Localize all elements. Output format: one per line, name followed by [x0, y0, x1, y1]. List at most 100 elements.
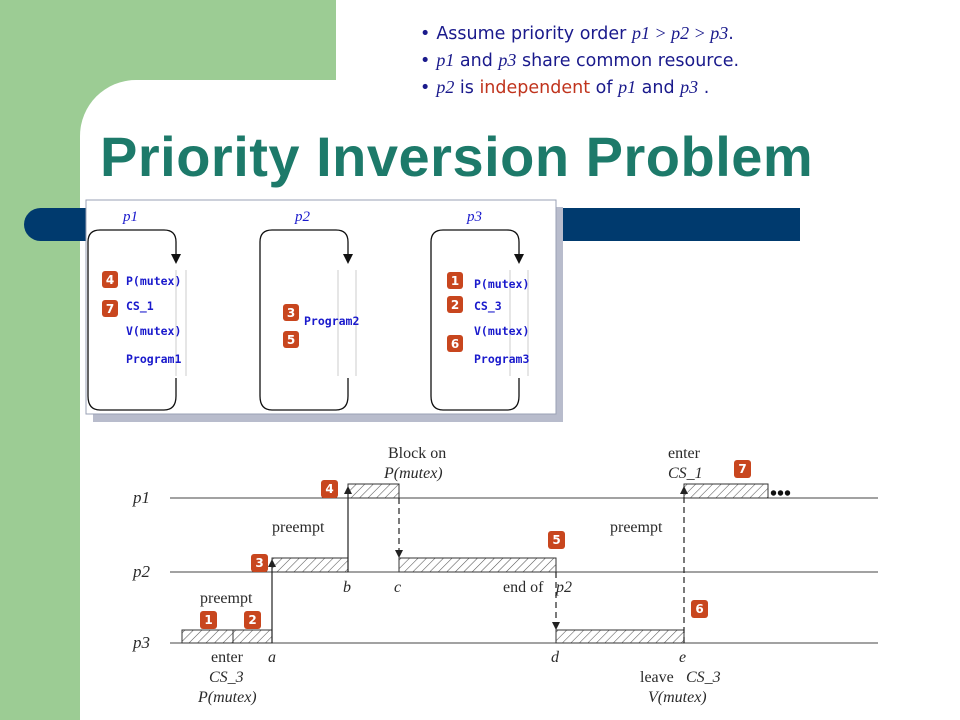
p1-line-cs1: CS_1: [126, 299, 154, 314]
bullet-text: .: [728, 24, 734, 44]
assumption-bullets: •Assume priority order p1 > p2 > p3. •p1…: [420, 20, 739, 101]
exec-block-p3-3: [555, 629, 685, 644]
timeline-badge-6: 6: [691, 600, 708, 618]
step-badge-3: 3: [283, 304, 299, 321]
p3-line-cs3: CS_3: [474, 299, 502, 314]
bullet-text: of: [590, 78, 619, 98]
timeline-badge-1: 1: [200, 611, 217, 629]
program-p1-loop: p1 P(mutex) CS_1 V(mutex) Program1 4 7: [87, 209, 187, 411]
timeline-badge-4: 4: [321, 480, 338, 498]
exec-block-p3-1: [181, 629, 234, 644]
timeline-diagram: p1 p2 p3 Block on P(mutex) enter CS_1 pr…: [132, 445, 878, 706]
annot-block-on: Block on: [388, 445, 446, 462]
svg-text:2: 2: [451, 298, 459, 312]
svg-text:2: 2: [248, 613, 256, 627]
timeline-badge-7: 7: [734, 460, 751, 478]
bullet-dot: •: [420, 78, 431, 98]
annot-enter-cs1: enter: [668, 445, 701, 462]
continuation-ellipsis: •••: [770, 483, 791, 505]
annot-end-of: end of: [503, 579, 544, 596]
bullet-text: .: [698, 78, 710, 98]
p2-label: p2: [294, 209, 311, 225]
timeline-badge-3: 3: [251, 554, 268, 572]
annot-enter-cs3-call: P(mutex): [197, 689, 257, 706]
annot-leave-cs3: leave: [640, 669, 674, 686]
annot-leave-cs3-name: CS_3: [686, 669, 721, 686]
bullet-math: p2: [436, 77, 455, 97]
annot-enter-cs1-name: CS_1: [668, 465, 703, 482]
time-label-e: e: [679, 649, 686, 666]
time-label-c: c: [394, 579, 401, 596]
loop-arrowhead: [343, 254, 353, 264]
annot-leave-cs3-call: V(mutex): [648, 689, 707, 706]
annot-block-on-call: P(mutex): [383, 465, 443, 482]
svg-text:1: 1: [204, 613, 212, 627]
bullet-dot: •: [420, 51, 431, 71]
row-label-p1: p1: [132, 488, 150, 507]
svg-text:4: 4: [325, 482, 333, 496]
row-label-p3: p3: [132, 633, 150, 652]
bullet-text: is: [454, 78, 480, 98]
svg-text:5: 5: [552, 533, 560, 547]
p2-line-program2: Program2: [304, 314, 359, 328]
annot-enter-cs3: enter: [211, 649, 244, 666]
step-badge-5: 5: [283, 331, 299, 348]
time-label-d: d: [551, 649, 560, 666]
step-badge-1: 1: [447, 272, 463, 289]
p3-line-pmutex: P(mutex): [474, 277, 529, 291]
svg-text:5: 5: [287, 333, 295, 347]
bullet-math: p1: [618, 77, 637, 97]
step-badge-6: 6: [447, 335, 463, 352]
svg-text:3: 3: [287, 306, 295, 320]
bullet-independent: •p2 is independent of p1 and p3 .: [420, 74, 739, 101]
svg-text:7: 7: [106, 302, 114, 316]
p1-line-vmutex: V(mutex): [126, 324, 181, 338]
p3-label: p3: [466, 209, 482, 225]
svg-text:3: 3: [255, 556, 263, 570]
svg-text:6: 6: [451, 337, 459, 351]
loop-path: [87, 229, 177, 411]
exec-block-p1-1: [347, 483, 400, 499]
time-label-b: b: [343, 579, 351, 596]
p3-line-program3: Program3: [474, 352, 529, 366]
step-badge-2: 2: [447, 296, 463, 313]
step-badge-4: 4: [102, 271, 118, 288]
bullet-math: p3: [680, 77, 699, 97]
loop-path: [259, 229, 349, 411]
annot-preempt-a: preempt: [200, 590, 253, 607]
bullet-math: p3: [498, 50, 517, 70]
bullet-highlight: independent: [479, 78, 591, 98]
p1-line-program1: Program1: [126, 352, 181, 366]
program-p2-loop: p2 Program2 3 5: [259, 209, 359, 411]
annot-preempt-b: preempt: [272, 519, 325, 536]
bullet-dot: •: [420, 24, 431, 44]
step-badge-7: 7: [102, 300, 118, 317]
exec-block-p3-2: [232, 629, 273, 644]
loop-arrowhead: [171, 254, 181, 264]
exec-block-p2-2: [398, 557, 557, 573]
row-label-p2: p2: [132, 562, 151, 581]
slide-title: Priority Inversion Problem: [100, 125, 814, 188]
loop-path: [430, 229, 520, 411]
panel-frame: [85, 199, 557, 415]
bullet-text: Assume priority order: [436, 24, 632, 44]
p1-line-pmutex: P(mutex): [126, 274, 181, 288]
p1-label: p1: [122, 209, 138, 225]
bullet-priority-order: •Assume priority order p1 > p2 > p3.: [420, 20, 739, 47]
program-p3-loop: p3 P(mutex) CS_3 V(mutex) Program3 1 2 6: [430, 209, 529, 411]
program-panel: p1 P(mutex) CS_1 V(mutex) Program1 4 7 p…: [85, 199, 563, 422]
timeline-badge-5: 5: [548, 531, 565, 549]
bullet-math: p1 > p2 > p3: [631, 23, 729, 43]
exec-block-p2-1: [271, 557, 349, 573]
svg-text:7: 7: [738, 462, 746, 476]
time-label-a: a: [268, 649, 276, 666]
exec-block-p1-2: [683, 483, 769, 499]
svg-text:1: 1: [451, 274, 459, 288]
annot-preempt-e: preempt: [610, 519, 663, 536]
svg-text:4: 4: [106, 273, 114, 287]
bullet-text: and: [454, 51, 499, 71]
bullet-math: p1: [436, 50, 455, 70]
svg-text:6: 6: [695, 602, 703, 616]
bullet-text: share common resource.: [516, 51, 740, 71]
